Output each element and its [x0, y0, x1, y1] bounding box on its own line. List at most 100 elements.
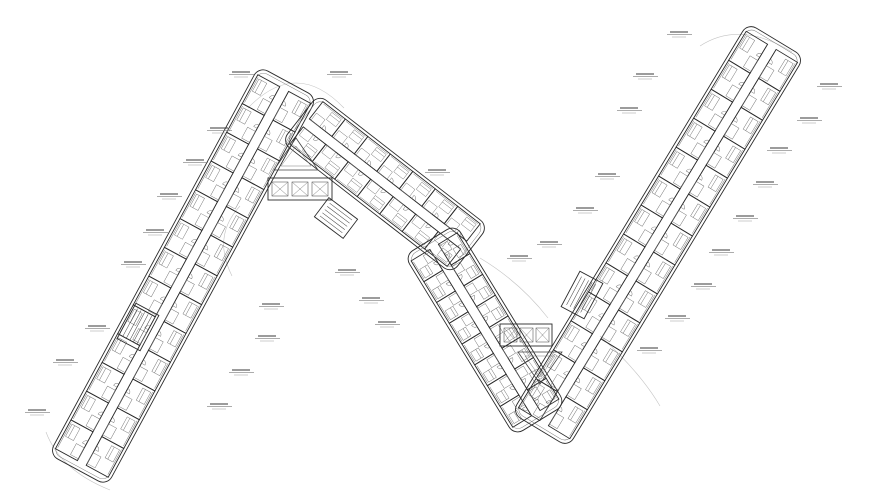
room-tag [229, 71, 254, 78]
apartment-unit [617, 280, 659, 324]
apartment-unit [705, 135, 746, 179]
apartment-unit [424, 230, 462, 268]
room-tag [207, 127, 232, 134]
room-tag [53, 359, 78, 366]
apartment-unit [210, 205, 249, 248]
room-tag [797, 117, 822, 124]
room-tag [507, 255, 532, 262]
apartment-unit [687, 164, 729, 208]
room-tag [121, 261, 146, 268]
center-left-wing [285, 97, 485, 271]
apartment-unit [547, 396, 588, 440]
apartment-unit [640, 175, 681, 219]
apartment-unit [132, 275, 172, 318]
room-tag [637, 347, 662, 354]
apartment-unit [241, 74, 281, 117]
apartment-unit [635, 251, 676, 295]
apartment-unit [376, 153, 414, 190]
apartment-unit [657, 146, 699, 190]
apartment-unit [501, 336, 535, 370]
apartment-unit [194, 234, 234, 277]
center-right-wing [407, 227, 563, 433]
apartment-unit [423, 269, 456, 304]
left-wing [52, 69, 314, 483]
room-tag [753, 181, 778, 188]
apartment-unit [148, 246, 187, 289]
apartment-unit [435, 290, 469, 324]
apartment-unit [740, 77, 781, 121]
stair-bridge-lower [499, 323, 553, 347]
room-tag [667, 31, 692, 38]
apartment-unit [132, 349, 172, 392]
apartment-unit [70, 390, 110, 433]
room-tag [327, 71, 352, 78]
apartment-unit [474, 352, 507, 387]
apartment-unit [722, 106, 764, 150]
apartment-unit [600, 309, 641, 353]
room-tag [375, 321, 400, 328]
apartment-unit [356, 178, 394, 215]
apartment-unit [461, 331, 495, 366]
room-tag [665, 315, 690, 322]
apartment-unit [582, 338, 623, 382]
apartment-unit [758, 48, 799, 92]
wing-outline [52, 69, 314, 483]
room-tag [25, 409, 50, 416]
apartment-unit [475, 294, 509, 329]
right-wing [515, 26, 801, 444]
apartment-unit [728, 30, 769, 74]
apartment-unit [210, 131, 250, 174]
apartment-unit [54, 419, 94, 462]
room-tag [767, 147, 792, 154]
wing-outline [285, 97, 485, 271]
room-tag [255, 335, 280, 342]
room-tag [595, 173, 620, 180]
apartment-unit [163, 292, 203, 335]
apartment-unit [670, 193, 711, 237]
apartment-unit [565, 367, 606, 411]
room-tag [335, 269, 360, 276]
wing-outline [515, 26, 801, 444]
apartment-unit [570, 291, 611, 335]
apartment-unit [652, 222, 694, 266]
apartment-unit [179, 189, 219, 232]
room-tag [733, 215, 758, 222]
apartment-unit [85, 361, 125, 404]
apartment-unit [710, 59, 751, 103]
stair-core-left [116, 302, 160, 352]
room-tag [207, 403, 232, 410]
room-tag [157, 193, 182, 200]
apartment-unit [486, 373, 520, 408]
room-tag [617, 107, 642, 114]
apartment-unit [514, 356, 547, 391]
room-tag [359, 297, 384, 304]
stair-core-right [560, 270, 604, 320]
apartment-unit [225, 177, 265, 219]
room-tag [573, 207, 598, 214]
apartment-unit [101, 333, 141, 375]
apartment-unit [450, 252, 484, 287]
apartment-unit [147, 320, 187, 363]
apartment-unit [272, 90, 312, 133]
stair-bridge-upper [267, 177, 333, 201]
apartment-unit [488, 315, 522, 349]
apartment-unit [675, 117, 716, 161]
room-tag [259, 303, 284, 310]
apartment-unit [116, 378, 156, 421]
apartment-unit [194, 160, 234, 203]
room-tag [85, 325, 110, 332]
courtyard-triangle-lower [517, 351, 563, 385]
apartment-unit [85, 435, 125, 478]
building-wings [52, 26, 801, 483]
room-tag [709, 249, 734, 256]
apartment-unit [226, 102, 265, 145]
apartment-unit [605, 233, 646, 277]
apartment-unit [622, 204, 664, 248]
room-tag [425, 169, 450, 176]
apartment-unit [693, 88, 734, 132]
apartment-unit [311, 143, 349, 180]
apartment-unit [163, 217, 203, 260]
room-tag [229, 369, 254, 376]
apartment-unit [379, 196, 417, 233]
